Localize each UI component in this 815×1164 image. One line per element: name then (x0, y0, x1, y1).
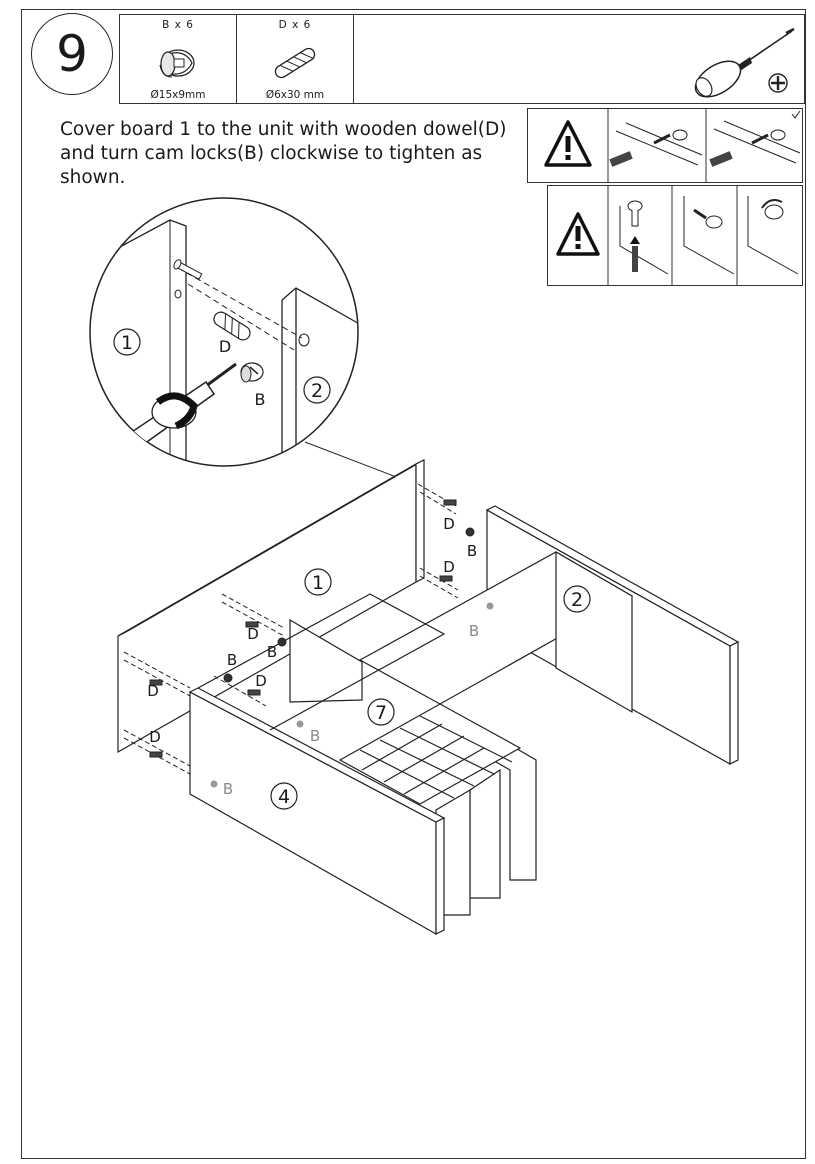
warning-panel-cam-lock (547, 185, 803, 286)
dowel-label: D (147, 682, 159, 700)
instruction-text: Cover board 1 to the unit with wooden do… (60, 119, 507, 188)
assembly-board-7-label: 7 (375, 702, 387, 724)
hidden-cam-label: B (310, 727, 320, 745)
part-quantity: D x 6 (278, 19, 312, 31)
dowel-warning-illustration (544, 109, 801, 182)
dowel-label: D (149, 728, 161, 746)
assembly-labels: 1 2 7 4 D B D D B B D D D B B B (147, 515, 591, 810)
cam-label: B (227, 651, 237, 669)
hidden-cam-label: B (469, 622, 479, 640)
detail-cam-label: B (255, 390, 266, 409)
part-quantity: B x 6 (162, 19, 194, 31)
step-number-badge: 9 (31, 13, 113, 95)
assembly-board-4-label: 4 (278, 786, 290, 808)
cabinet-assembly (117, 459, 740, 936)
dowel-label: D (247, 625, 259, 643)
part-cell-dowel: D x 6 Ø6x30 mm (237, 15, 354, 103)
wooden-dowel-icon (274, 47, 316, 79)
detail-board-2-label: 2 (311, 380, 323, 402)
phillips-screwdriver-icon (694, 27, 795, 98)
warning-triangle-icon (544, 120, 592, 167)
detail-board-1-label: 1 (121, 332, 133, 354)
part-size: Ø15x9mm (150, 89, 206, 101)
assembly-board-1-label: 1 (312, 572, 324, 594)
cam-label: B (467, 542, 477, 560)
detail-dowel-label: D (219, 337, 231, 356)
parts-table: B x 6 Ø15x9mm D x 6 Ø6x30 mm (119, 14, 805, 104)
page-frame (21, 9, 806, 1159)
warning-panel-dowel (527, 108, 803, 183)
cam-lock-detail (240, 362, 264, 383)
dowel-label: D (443, 558, 455, 576)
part-size: Ø6x30 mm (265, 89, 325, 101)
screwdriver-detail (119, 362, 237, 455)
hidden-cam-label: B (223, 780, 233, 798)
dowel-label: D (443, 515, 455, 533)
detail-callout: 1 2 D B (89, 197, 413, 484)
cam-lock-warning-illustration (556, 186, 799, 285)
hardware-markers (123, 483, 494, 788)
dowel-label: D (255, 672, 267, 690)
cam-label: B (267, 643, 277, 661)
step-number: 9 (56, 25, 88, 83)
cam-lock-icon (159, 49, 195, 78)
part-cell-cam-lock: B x 6 Ø15x9mm (120, 15, 237, 103)
cam-bolt-detail (173, 259, 203, 280)
dowel-detail (213, 311, 251, 341)
assembly-board-2-label: 2 (571, 589, 583, 611)
warning-triangle-icon (556, 212, 600, 256)
